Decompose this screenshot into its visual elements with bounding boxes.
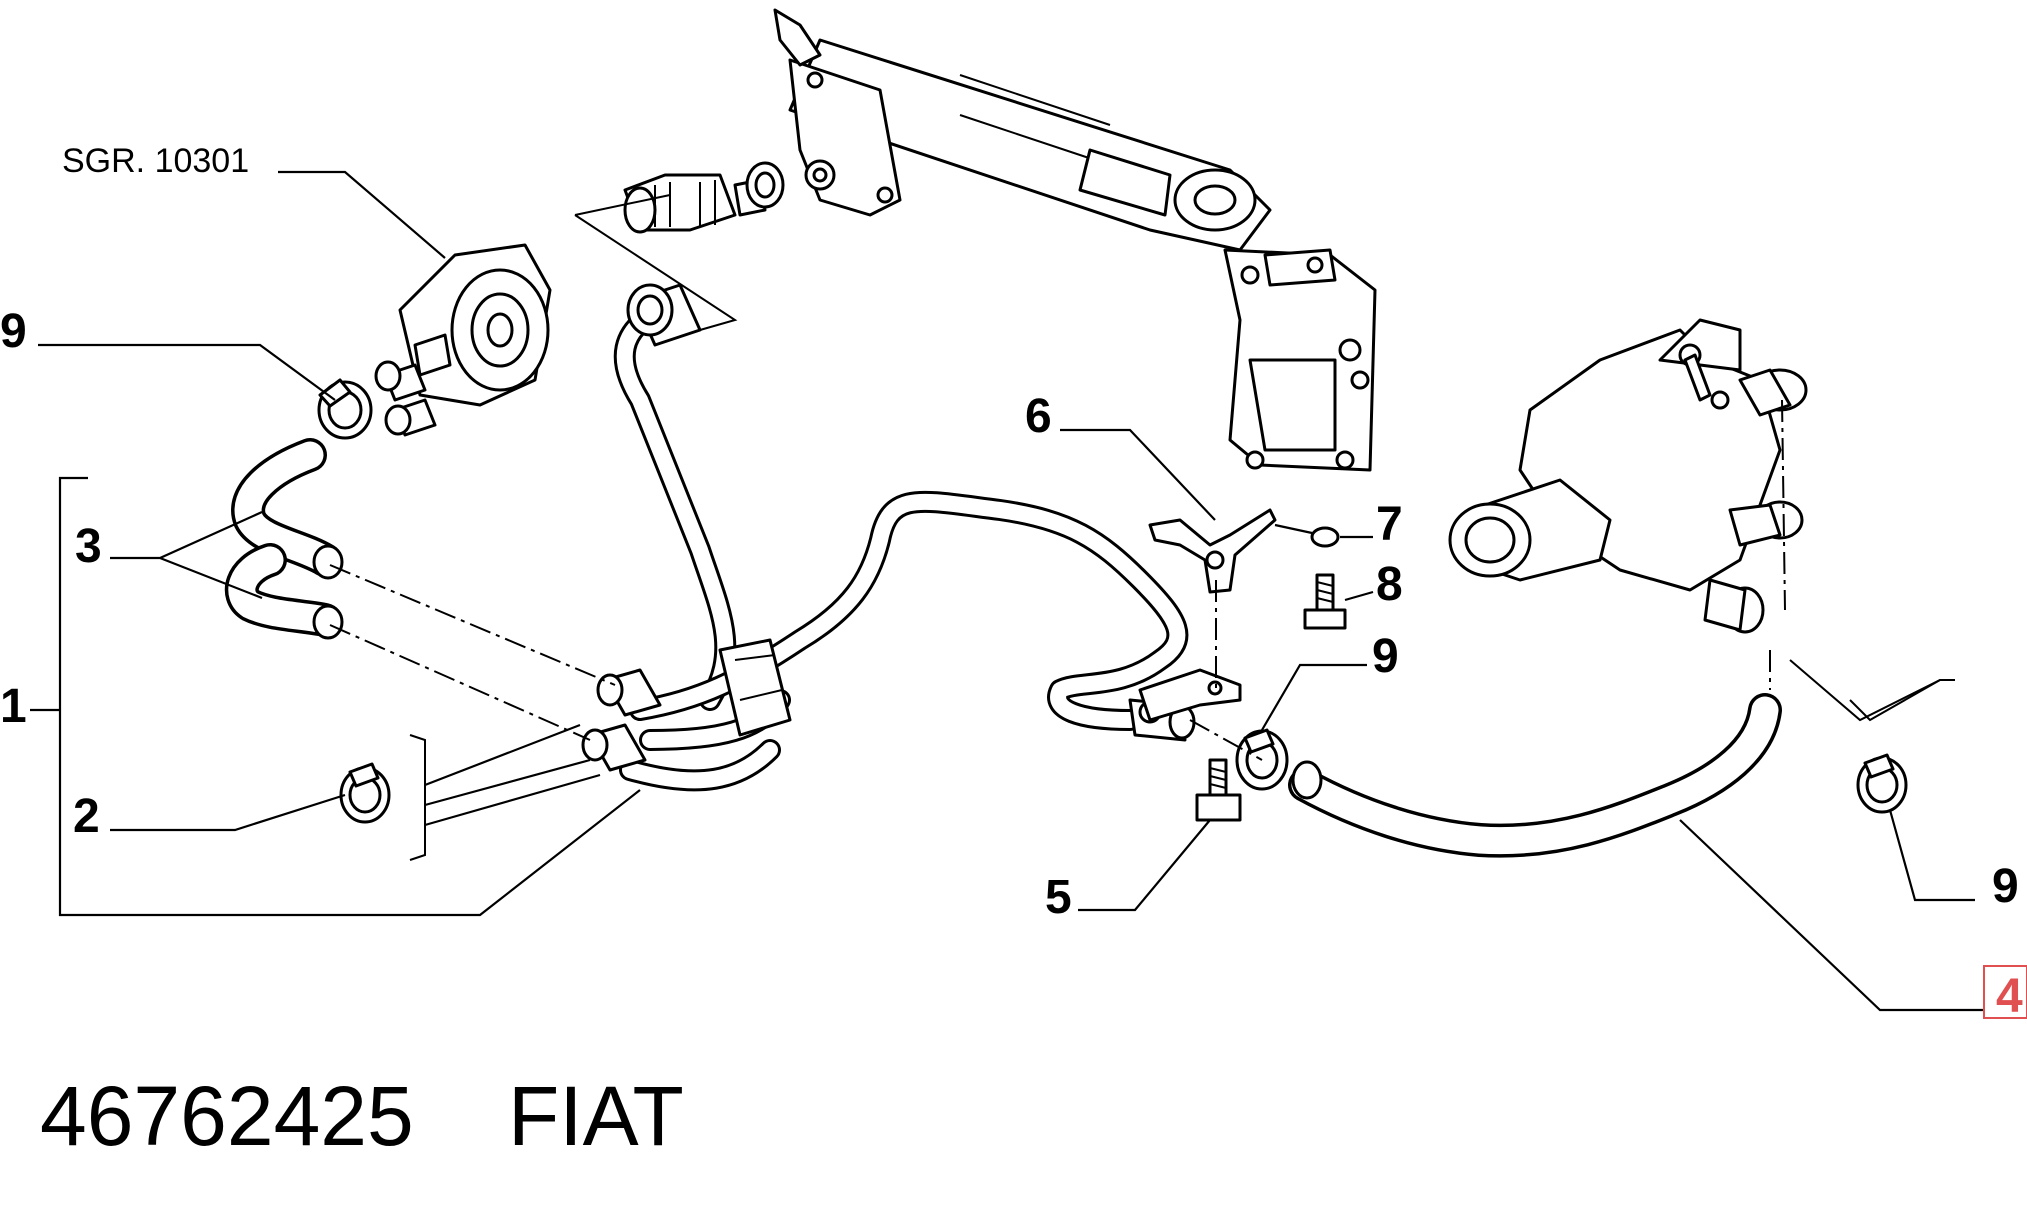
- oil-cooler-hoses: [224, 438, 344, 640]
- callout-6: 6: [1025, 390, 1052, 443]
- callout-8: 8: [1376, 558, 1403, 611]
- callout-4: 4: [1996, 970, 2023, 1023]
- washer-7: [1310, 526, 1340, 548]
- clamp-top-left: [317, 378, 373, 440]
- bracket-6: [1148, 508, 1277, 594]
- clamp-2: [339, 762, 391, 824]
- bolt-8: [1303, 573, 1347, 630]
- callout-9-right: 9: [1992, 860, 2019, 913]
- callout-5: 5: [1045, 871, 1072, 924]
- callout-2: 2: [73, 790, 100, 843]
- brand-name: FIAT: [508, 1069, 684, 1163]
- callout-1: 1: [0, 680, 27, 733]
- view-bracket-3: [1849, 679, 1955, 722]
- callout-3: 3: [75, 520, 102, 573]
- callout-7: 7: [1376, 498, 1403, 551]
- lower-bracket: [1138, 668, 1242, 722]
- temperature-sender: [623, 161, 785, 234]
- steel-pipe-assembly: [581, 283, 1196, 792]
- leader-lines: [30, 170, 1984, 1012]
- callout-4-highlight: [1983, 965, 2027, 1019]
- hose-4: [1288, 693, 1782, 858]
- clamp-right: [1856, 753, 1908, 814]
- water-rail-assembly: [773, 8, 1377, 472]
- oil-cooler: [374, 243, 552, 437]
- part-number: 46762425: [40, 1069, 414, 1163]
- view-bracket-2: [1789, 659, 1950, 722]
- bolt-5: [1195, 758, 1242, 822]
- reference-label: SGR. 10301: [62, 142, 249, 180]
- callout-9-middle: 9: [1372, 630, 1399, 683]
- view-bracket-1: [409, 734, 426, 861]
- thermostat-housing: [1448, 318, 1808, 634]
- callout-9-top-left: 9: [0, 305, 27, 358]
- alignment-lines: [329, 399, 1786, 761]
